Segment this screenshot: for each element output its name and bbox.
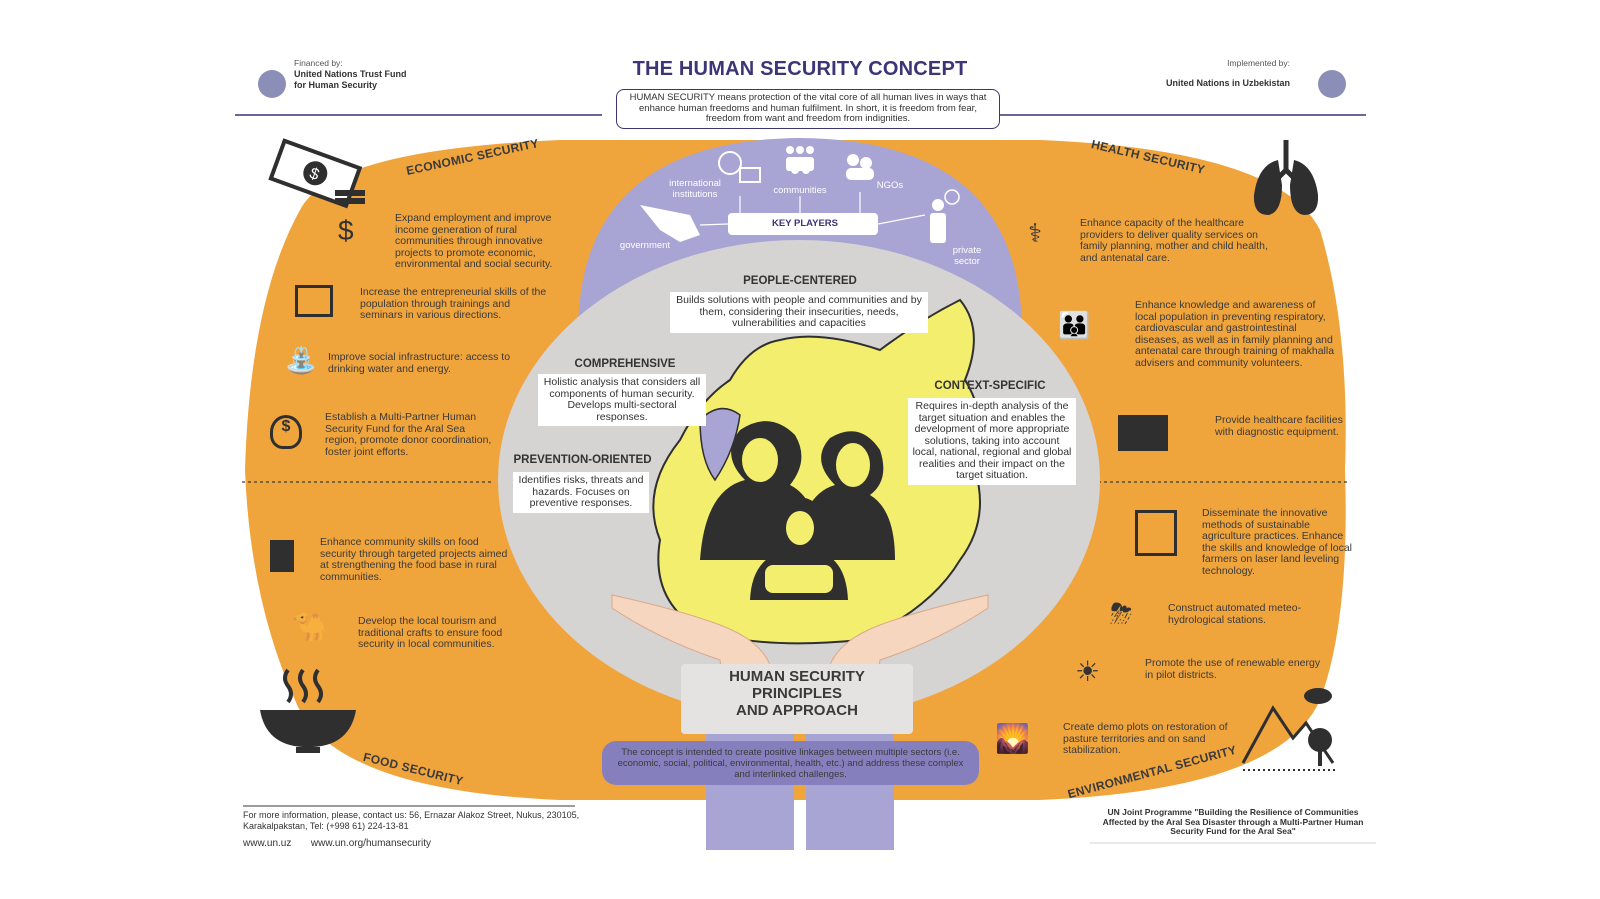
economic-item-4: Establish a Multi-Partner Human Security… [325,411,492,458]
solar-panel-icon: ☀ [1075,656,1101,687]
economic-item-3: Improve social infrastructure: access to… [328,351,511,375]
hand-money-icon: $ [338,215,354,246]
implemented-by: Implemented by: United Nations in Uzbeki… [1128,58,1328,89]
health-item-3: Provide healthcare facilities with diagn… [1215,414,1343,438]
center-title-box: HUMAN SECURITY PRINCIPLES AND APPROACH [681,664,913,734]
comprehensive-title: COMPREHENSIVE [574,358,676,370]
environmental-item-4: Create demo plots on restoration of past… [1063,721,1228,756]
economic-item-2: Increase the entrepreneurial skills of t… [360,286,547,321]
prevention-oriented-text: Identifies risks, threats and hazards. F… [513,472,649,513]
center-title-line2: PRINCIPLES [751,685,842,702]
mountains-icon [1241,688,1338,771]
environmental-item-3: Promote the use of renewable energy in p… [1145,657,1321,681]
key-players-icons [640,146,960,243]
economic-item-1: Expand employment and improve income gen… [395,212,553,270]
kp-ngos: NGOs [876,180,904,191]
kp-government: government [619,240,671,251]
people-centered-title: PEOPLE-CENTERED [743,275,857,287]
environmental-item-1: Disseminate the innovative methods of su… [1202,507,1353,577]
financed-by: Financed by: United Nations Trust Fund f… [258,58,458,91]
page-title: THE HUMAN SECURITY CONCEPT [632,58,968,80]
storm-cloud-icon: ⛈ [1110,598,1133,629]
health-item-1: Enhance capacity of the healthcare provi… [1080,217,1268,264]
center-title-line3: AND APPROACH [736,702,858,719]
people-centered-text: Builds solutions with people and communi… [670,292,928,333]
lungs-icon [1253,140,1319,215]
food-item-1: Enhance community skills on food securit… [320,536,508,583]
context-specific-text: Requires in-depth analysis of the target… [908,398,1076,485]
un-logo-right-icon [1318,70,1346,98]
food-item-2: Develop the local tourism and traditiona… [358,615,503,650]
water-tap-icon: ⛲ [285,345,318,375]
doctor-icon: ⚕ [1028,218,1043,248]
footer-site2[interactable]: www.un.org/humansecurity [310,838,431,849]
field-sun-icon: 🌄 [995,723,1030,754]
financed-org-line1: United Nations Trust Fund [294,69,407,79]
bowl-icon [260,668,356,753]
key-players-bar [728,213,878,235]
prevention-oriented-title: PREVENTION-ORIENTED [513,454,652,466]
footer-programme: UN Joint Programme "Building the Resilie… [1102,807,1364,836]
financed-label: Financed by: [294,58,343,68]
kp-private: private sector [952,245,982,267]
presentation-icon [295,285,333,317]
family-icon [700,421,895,600]
implemented-org: United Nations in Uzbekistan [1165,78,1290,88]
training-icon [1135,510,1177,556]
hospital-icon [1118,415,1168,451]
definition-box: HUMAN SECURITY means protection of the v… [616,89,1000,129]
implemented-label: Implemented by: [1227,58,1290,68]
concept-text: The concept is intended to create positi… [602,741,979,785]
center-title-line1: HUMAN SECURITY [729,668,865,685]
financed-org-line2: for Human Security [294,80,378,90]
footer-contact-text: For more information, please, contact us… [243,810,580,831]
footer-contact: For more information, please, contact us… [243,810,583,849]
document-gear-icon [270,540,294,572]
lake-shape [699,407,741,482]
key-players-label: KEY PLAYERS [772,218,838,229]
un-logo-left-icon [258,70,286,98]
money-icon: $ [268,138,365,209]
health-item-2: Enhance knowledge and awareness of local… [1135,299,1335,369]
environmental-item-2: Construct automated meteo-hydrological s… [1168,602,1302,626]
kp-communities: communities [773,185,827,196]
footer-site1[interactable]: www.un.uz [243,838,292,849]
camel-icon: 🐪 [292,611,327,642]
people-group-icon: 👪 [1058,310,1091,340]
money-bag-icon: $ [270,415,302,449]
context-specific-title: CONTEXT-SPECIFIC [934,380,1046,392]
comprehensive-text: Holistic analysis that considers all com… [538,374,706,426]
kp-international: international institutions [669,178,721,200]
